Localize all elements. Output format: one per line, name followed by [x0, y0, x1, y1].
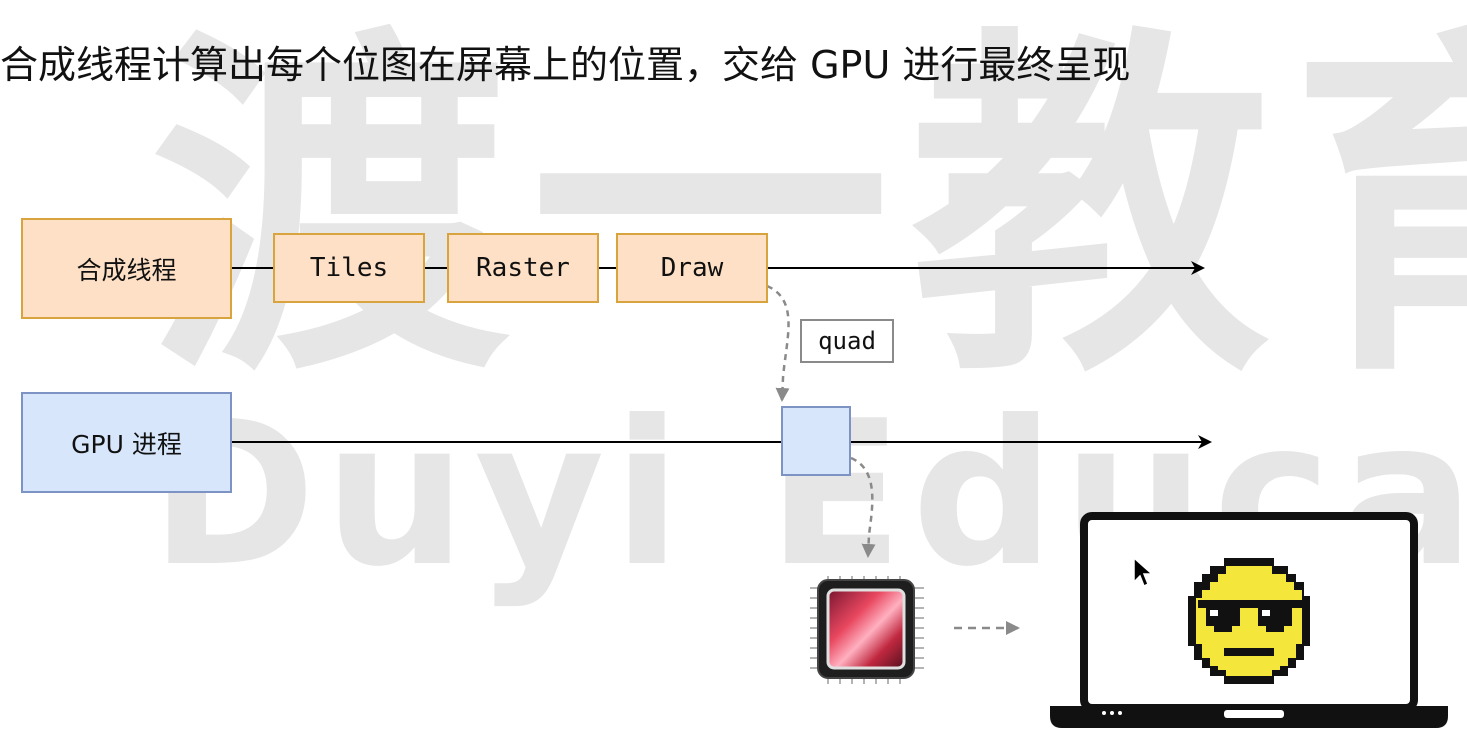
gpu-process-box: GPU 进程 [21, 392, 232, 493]
draw-step-label: Draw [660, 253, 724, 283]
chip-dashed-arrow [850, 456, 876, 558]
gpu-quad-square [781, 406, 851, 476]
draw-step-box: Draw [616, 233, 768, 303]
page-title: 合成线程计算出每个位图在屏幕上的位置，交给 GPU 进行最终呈现 [0, 43, 1131, 87]
tiles-step-label: Tiles [309, 253, 389, 283]
quad-label: quad [818, 327, 876, 355]
quad-dashed-arrow [766, 284, 790, 402]
gpu-process-label: GPU 进程 [71, 429, 182, 459]
tiles-step-box: Tiles [273, 233, 425, 303]
quad-label-box: quad [800, 319, 894, 363]
mouse-cursor-icon [1133, 556, 1154, 588]
raster-step-box: Raster [447, 233, 599, 303]
compositor-thread-box: 合成线程 [21, 218, 232, 319]
compositor-thread-label: 合成线程 [76, 255, 177, 285]
sunglasses-smiley-icon [1188, 558, 1310, 684]
raster-step-label: Raster [476, 253, 570, 283]
gpu-chip-icon [810, 576, 924, 684]
